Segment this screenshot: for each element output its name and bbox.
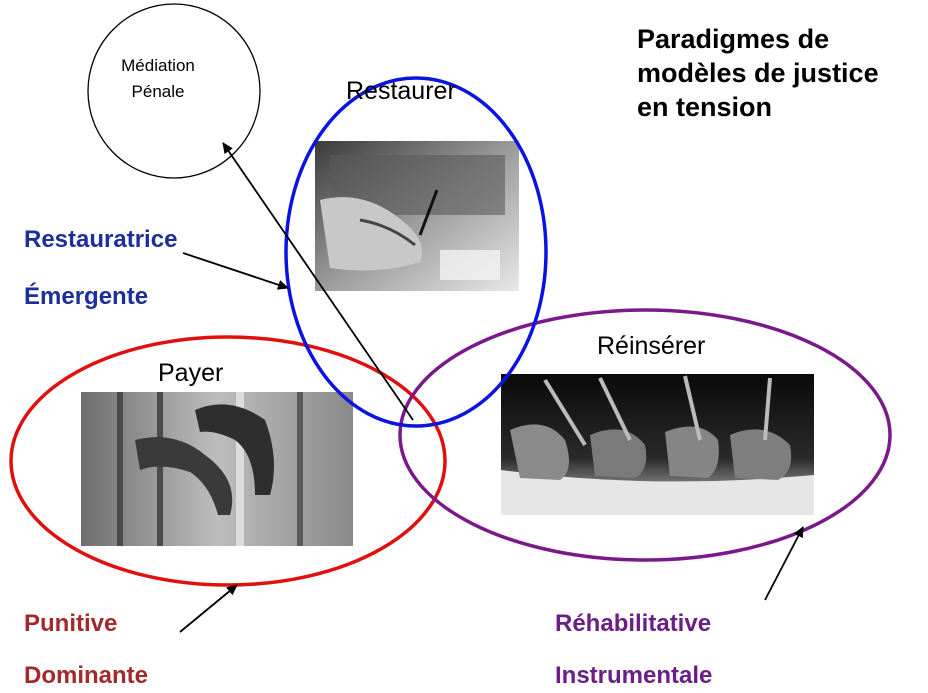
restaurer-ellipse [284, 76, 548, 428]
restaurer-label: Restaurer [346, 77, 456, 105]
diagram-title: Paradigmes de modèles de justice en tens… [637, 22, 879, 124]
mediation-line-1: Médiation [121, 56, 195, 75]
arrow-restauratrice [182, 252, 289, 290]
mediation-penale-label: Médiation Pénale [110, 53, 206, 105]
payer-label: Payer [158, 359, 224, 387]
rehabilitative-label: Réhabilitative [555, 610, 712, 637]
punitive-label: Punitive [24, 610, 118, 637]
title-line-2: modèles de justice [637, 58, 879, 88]
instrumentale-label: Instrumentale [555, 662, 713, 689]
mediation-penale-circle [87, 3, 261, 179]
restauratrice-label: Restauratrice [24, 226, 178, 253]
reinserer-ellipse [398, 308, 892, 562]
emergente-label: Émergente [24, 283, 149, 310]
reinserer-label: Réinsérer [597, 332, 706, 360]
hands-writing-photo [501, 374, 814, 515]
arrow-rehabilitative [764, 526, 804, 601]
mediation-line-2: Pénale [131, 82, 185, 101]
title-line-3: en tension [637, 92, 773, 122]
arrow-punitive [179, 584, 238, 633]
dominante-label: Dominante [24, 662, 149, 689]
hands-behind-bars-photo [81, 392, 353, 546]
title-line-1: Paradigmes de [637, 24, 830, 54]
arrow-to-mediation [222, 142, 414, 421]
hand-painting-frame-photo [315, 141, 519, 291]
